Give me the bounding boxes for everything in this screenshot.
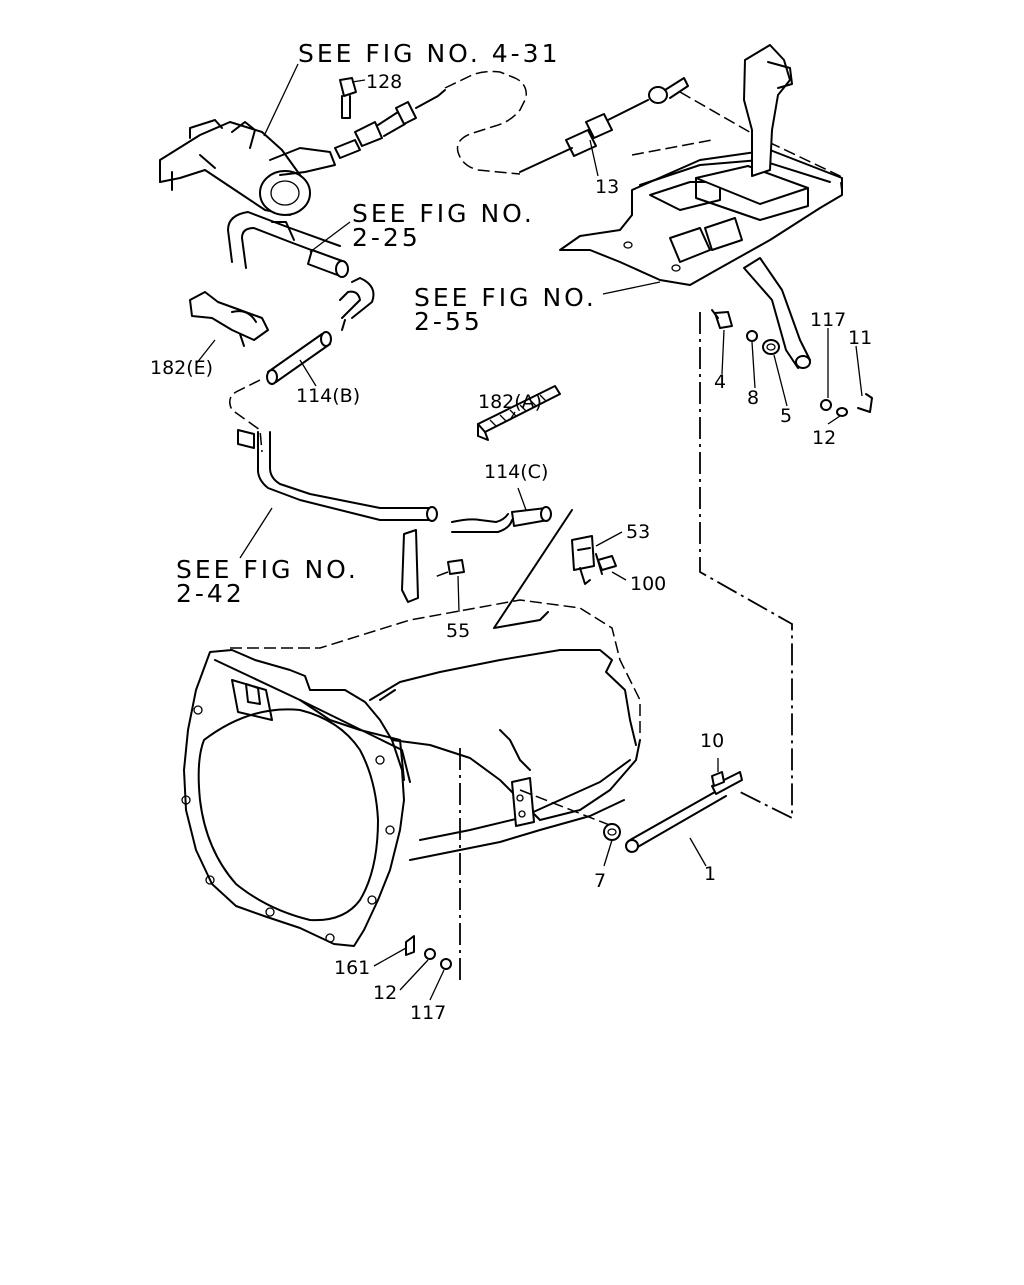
- cable-end-fitting: [334, 77, 446, 159]
- bolt-55: [431, 559, 465, 579]
- cable-connector-13: [519, 77, 689, 173]
- cooler-hose-upper: [227, 211, 375, 331]
- callout-12-bottom: 12: [373, 982, 397, 1004]
- cooler-pipe: [237, 429, 438, 603]
- cable-bracket-assembly: [159, 119, 336, 216]
- callout-100: 100: [630, 573, 666, 595]
- callout-12-top: 12: [812, 427, 836, 449]
- callout-182e: 182(E): [150, 357, 213, 379]
- ref-fig-2-25-line1: SEE FIG NO.: [352, 199, 535, 228]
- ref-fig-2-25-line2: 2-25: [352, 223, 421, 252]
- callout-53: 53: [626, 521, 650, 543]
- callout-1: 1: [704, 863, 716, 885]
- callout-7: 7: [594, 870, 606, 892]
- transmission-case: [181, 599, 641, 947]
- hardware-161-12-117: [405, 935, 452, 970]
- ref-fig-2-42-line2: 2-42: [176, 579, 245, 608]
- cooler-line-dashed: [229, 379, 263, 453]
- hose-114b: [266, 331, 332, 385]
- ref-fig-2-55-line1: SEE FIG NO.: [414, 283, 597, 312]
- callout-55: 55: [446, 620, 470, 642]
- ref-fig-4-31: SEE FIG NO. 4-31: [298, 39, 560, 68]
- callout-8: 8: [747, 387, 759, 409]
- hardware-4-8-5: [711, 309, 780, 355]
- callout-11: 11: [848, 327, 872, 349]
- callout-13: 13: [595, 176, 619, 198]
- clip-182a: [477, 385, 561, 441]
- callout-117-bottom: 117: [410, 1002, 446, 1024]
- ref-fig-2-55-line2: 2-55: [414, 307, 483, 336]
- chain-line-right: [699, 312, 793, 820]
- callout-10: 10: [700, 730, 724, 752]
- leader-lines: [195, 63, 863, 1001]
- shift-lever-console: [559, 44, 843, 369]
- callout-117-top: 117: [810, 309, 846, 331]
- shift-cable-route: [444, 70, 528, 175]
- pipe-guide-line: [493, 509, 573, 629]
- hardware-117-11-12: [820, 393, 873, 417]
- callout-182a: 182(A): [478, 391, 542, 413]
- shift-rod-1: [625, 771, 743, 853]
- bracket-53: [571, 535, 617, 585]
- callout-161: 161: [334, 957, 370, 979]
- callout-5: 5: [780, 405, 792, 427]
- callout-114b: 114(B): [296, 385, 360, 407]
- clamp-182e: [189, 291, 269, 347]
- ref-fig-2-42-line1: SEE FIG NO.: [176, 555, 359, 584]
- callout-4: 4: [714, 371, 726, 393]
- washer-7: [603, 823, 621, 841]
- hose-114c: [451, 506, 552, 533]
- callout-128: 128: [366, 71, 402, 93]
- callout-114c: 114(C): [484, 461, 548, 483]
